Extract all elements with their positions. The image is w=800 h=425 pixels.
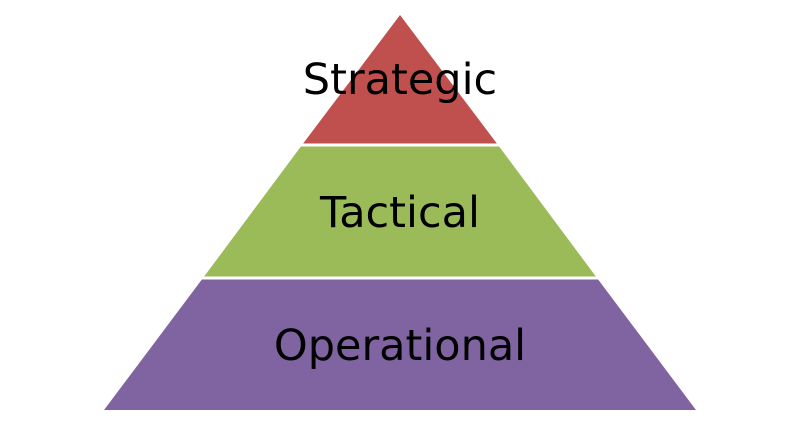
tier-operational-shape [104,278,696,410]
tier-strategic-shape [302,15,498,145]
tier-label-tactical: Tactical [319,188,480,238]
tier-label-strategic: Strategic [303,55,497,105]
tier-tactical-shape [203,145,597,278]
tier-label-operational: Operational [274,321,526,371]
